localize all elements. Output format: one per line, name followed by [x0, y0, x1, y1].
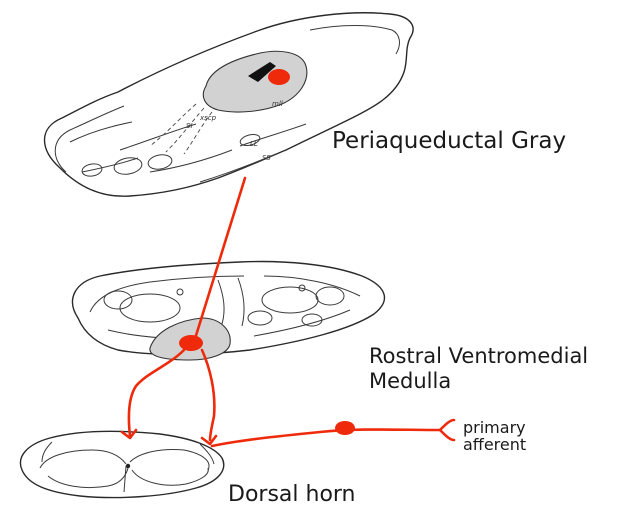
spinal-cord-section: [20, 431, 223, 497]
midbrain-section: mll xscp SI LL SS: [45, 13, 414, 196]
primary-afferent-cell-body: [335, 421, 355, 435]
label-primary-afferent: primary afferent: [463, 419, 526, 454]
rvm-to-dorsal-horn-right-axon: [202, 350, 214, 440]
rvm-to-dorsal-horn-left-axon: [129, 350, 184, 436]
label-dorsal-horn: Dorsal horn: [228, 482, 356, 508]
rvm-nucleus-dot: [179, 335, 203, 351]
annotation-si: SI: [186, 122, 193, 130]
label-rostral-ventromedial-medulla: Rostral Ventromedial Medulla: [369, 344, 588, 394]
annotation-ll: LL: [250, 140, 258, 148]
pag-nucleus-dot: [268, 69, 290, 85]
primary-afferent-fiber: [212, 430, 440, 447]
label-periaqueductal-gray: Periaqueductal Gray: [332, 128, 566, 156]
annotation-mll: mll: [272, 100, 283, 108]
label-primary-afferent-line1: primary: [463, 419, 526, 436]
label-rvm-line1: Rostral Ventromedial: [369, 344, 588, 369]
annotation-xscp: xscp: [199, 114, 217, 122]
annotation-ss: SS: [262, 154, 271, 162]
medulla-section: [73, 262, 385, 360]
label-primary-afferent-line2: afferent: [463, 436, 526, 453]
label-rvm-line2: Medulla: [369, 369, 588, 394]
